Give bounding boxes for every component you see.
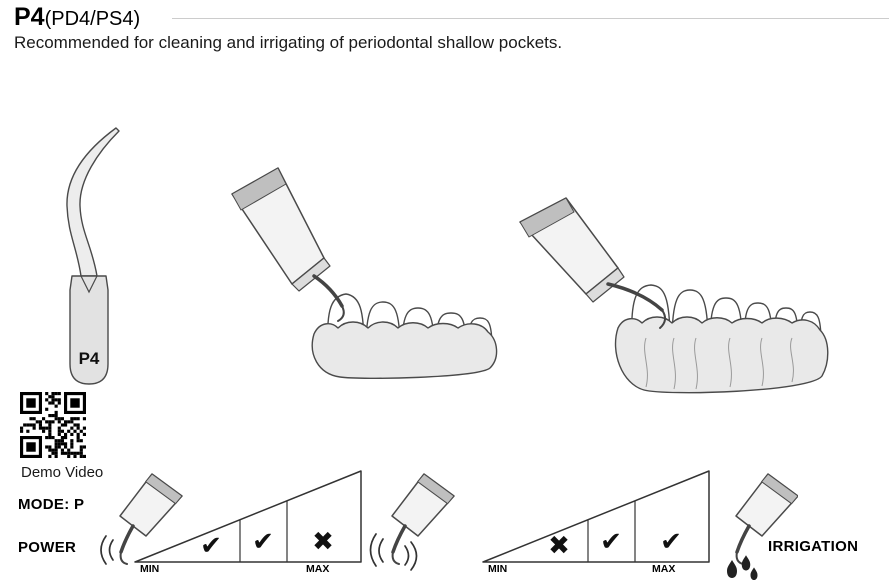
mode-label: MODE: P bbox=[18, 496, 85, 513]
handpiece-nozzle bbox=[585, 267, 625, 303]
handpiece bbox=[231, 167, 345, 322]
power-gauge: ✔ ✔ ✖ bbox=[134, 470, 362, 563]
product-code: P4 bbox=[14, 3, 45, 31]
gauge-mark: ✔ bbox=[252, 527, 274, 557]
irrigation-gauge: ✖ ✔ ✔ bbox=[482, 470, 710, 563]
scaler-tip-hook bbox=[659, 309, 666, 329]
scaler-tip-hook bbox=[119, 551, 128, 565]
handpiece-band bbox=[417, 473, 455, 505]
header-divider bbox=[172, 18, 889, 19]
page-title: P4(PD4/PS4) bbox=[14, 3, 140, 32]
gum bbox=[614, 316, 829, 394]
scaler-tip bbox=[606, 282, 664, 312]
irrigation-streams bbox=[644, 337, 794, 390]
gauge-mark: ✔ bbox=[200, 531, 222, 561]
handpiece-band bbox=[145, 473, 183, 505]
handpiece-band bbox=[231, 167, 287, 211]
tip-label: P4 bbox=[79, 349, 100, 368]
irrigation-min-label: MIN bbox=[488, 563, 508, 575]
qr-modules bbox=[20, 392, 86, 458]
scaler-tip-illustration: P4 bbox=[66, 127, 120, 385]
handpiece-icon-vibration bbox=[369, 473, 455, 571]
scaler-tip-hook bbox=[735, 551, 744, 565]
scaler-tip bbox=[312, 274, 344, 308]
gauge-mark: ✖ bbox=[548, 531, 570, 561]
tip-base bbox=[69, 275, 109, 385]
handpiece-icon-power bbox=[100, 473, 183, 565]
tip-base-notch bbox=[80, 275, 98, 294]
vibration-arcs bbox=[100, 535, 114, 565]
scaler-tip bbox=[391, 524, 407, 554]
vibration-arcs bbox=[369, 533, 418, 571]
scaler-tip-hook bbox=[337, 305, 345, 322]
irrigation-max-label: MAX bbox=[652, 563, 676, 575]
qr-caption: Demo Video bbox=[21, 464, 104, 481]
gauge-triangle bbox=[482, 470, 710, 563]
handpiece-band bbox=[761, 473, 798, 505]
usage-illustration-front bbox=[231, 167, 498, 379]
irrigation-label: IRRIGATION bbox=[768, 538, 859, 555]
gauge-mark: ✔ bbox=[600, 527, 622, 557]
handpiece-nozzle bbox=[291, 257, 331, 292]
power-min-label: MIN bbox=[140, 563, 160, 575]
gum bbox=[311, 321, 498, 379]
qr-finder-patterns bbox=[20, 392, 86, 458]
water-drop-icons bbox=[727, 555, 758, 580]
gauge-mark: ✔ bbox=[660, 527, 682, 557]
tip-shank bbox=[66, 127, 120, 277]
usage-illustration-irrigation bbox=[519, 197, 829, 394]
scaler-tip bbox=[119, 524, 135, 554]
handpiece bbox=[519, 197, 666, 329]
product-description: Recommended for cleaning and irrigating … bbox=[14, 33, 563, 52]
handpiece-band bbox=[519, 197, 575, 238]
scaler-tip bbox=[735, 524, 751, 554]
gauge-mark: ✖ bbox=[312, 527, 334, 557]
power-max-label: MAX bbox=[306, 563, 330, 575]
product-variants: (PD4/PS4) bbox=[44, 8, 141, 30]
gauge-triangle bbox=[134, 470, 362, 563]
qr-code bbox=[20, 392, 86, 458]
power-label: POWER bbox=[18, 539, 77, 556]
scaler-tip-hook bbox=[391, 551, 400, 565]
handpiece-icon-irrigation bbox=[727, 473, 798, 580]
